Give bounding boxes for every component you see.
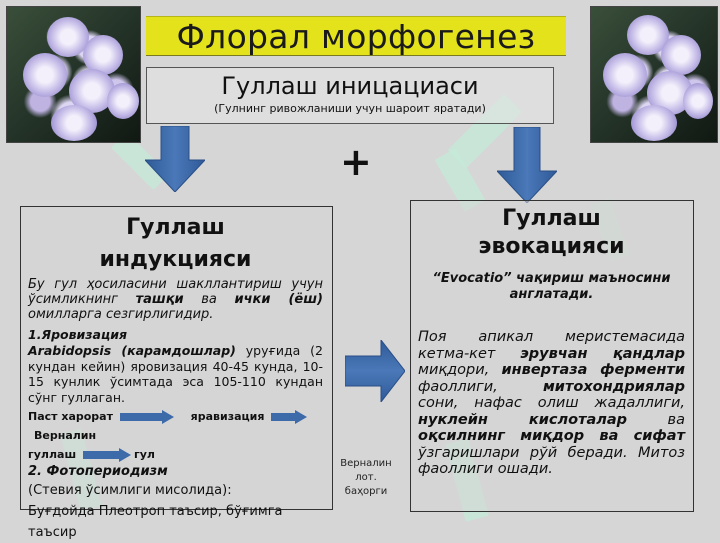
section-photoperiodism-title: 2. Фотопериодизм	[28, 464, 168, 479]
induction-title: Гуллаш индукцияси	[99, 215, 252, 272]
right-arrow-icon	[119, 410, 174, 424]
right-arrow-icon	[271, 410, 308, 424]
section-vernalization-text: Arabidopsis (карамдошлар) уруғида (2 кун…	[28, 343, 323, 405]
vernalization-flow: Паст харорат яравизация Верналин гуллаш …	[28, 407, 323, 464]
evocation-body: Поя апикал меристемасида кетма-кет эрувч…	[418, 329, 685, 477]
evocation-box: Гуллаш эвокацияси “Evocatio” чақириш маъ…	[410, 200, 694, 512]
evocation-title: Гуллаш эвокацияси	[478, 206, 625, 259]
slide-title-bar: Флорал морфогенез	[146, 16, 566, 56]
section-vernalization-title: 1.Яровизация	[28, 327, 128, 342]
flower-photo-left	[6, 6, 141, 143]
initiation-subtitle: (Гулнинг ривожланиши учун шароит яратади…	[214, 102, 486, 115]
section-photoperiodism-line1: (Стевия ўсимлиги мисолида):	[28, 483, 232, 498]
evocation-quote: “Evocatio” чақириш маъносини англатади.	[432, 271, 671, 302]
slide-title: Флорал морфогенез	[176, 16, 536, 56]
flower-photo-right	[590, 6, 718, 143]
down-arrow-icon	[497, 127, 557, 203]
right-arrow-icon	[345, 340, 405, 402]
section-photoperiodism-line2: Буғдойда Плеотроп таъсир, бўғимга таъсир	[28, 504, 283, 540]
vernalin-note: Верналин лот. баҳорги	[340, 458, 392, 497]
plus-sign: +	[340, 140, 372, 184]
initiation-title: Гуллаш иницациаси	[221, 72, 479, 100]
induction-intro: Бу гул ҳосиласини шакллантириш учун ўсим…	[28, 277, 323, 322]
right-arrow-icon	[82, 448, 131, 462]
down-arrow-icon	[145, 126, 205, 192]
initiation-box: Гуллаш иницациаси (Гулнинг ривожланиши у…	[146, 67, 554, 124]
induction-box: Гуллаш индукцияси Бу гул ҳосиласини шакл…	[20, 206, 333, 540]
